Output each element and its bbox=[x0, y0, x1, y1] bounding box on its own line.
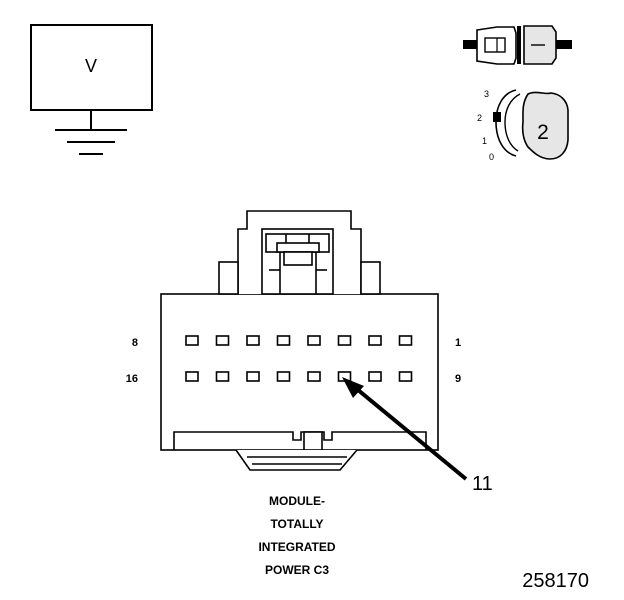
terminal-cavity-1 bbox=[398, 335, 413, 346]
pin-label-16: 16 bbox=[126, 373, 138, 385]
callout-arrow bbox=[342, 377, 468, 481]
terminal-cavity-14 bbox=[246, 371, 260, 382]
terminal-cavity-12 bbox=[307, 371, 321, 382]
terminal-cavity-2 bbox=[368, 335, 382, 346]
terminal-cavity-5 bbox=[276, 335, 291, 346]
terminal-cavity-7 bbox=[215, 335, 230, 346]
selector-switch-icon: 3 2 1 0 2 bbox=[477, 89, 569, 162]
terminal-cavity-3 bbox=[337, 335, 352, 346]
terminal-cavity-16 bbox=[185, 371, 199, 382]
ground-icon bbox=[55, 129, 127, 155]
caption-line-4: POWER C3 bbox=[265, 563, 329, 577]
switch-position-3: 3 bbox=[484, 89, 489, 99]
voltmeter: V bbox=[30, 24, 153, 155]
switch-setting: 2 bbox=[537, 121, 549, 144]
figure-number: 258170 bbox=[522, 570, 589, 592]
terminal-cavity-6 bbox=[246, 335, 260, 346]
terminal-cavity-9 bbox=[398, 371, 413, 382]
terminal-cavity-4 bbox=[307, 335, 321, 346]
voltmeter-box bbox=[30, 24, 153, 111]
pin-label-8: 8 bbox=[132, 337, 138, 349]
connector-body bbox=[160, 293, 439, 451]
pin-label-1: 1 bbox=[455, 337, 461, 349]
switch-position-1: 1 bbox=[482, 136, 487, 146]
terminal-cavity-8 bbox=[185, 335, 199, 346]
pin-label-9: 9 bbox=[455, 373, 461, 385]
connector-housing bbox=[160, 210, 439, 471]
callout-label: 11 bbox=[472, 473, 493, 495]
terminal-cavity-15 bbox=[215, 371, 230, 382]
switch-position-2: 2 bbox=[477, 113, 482, 123]
caption-line-3: INTEGRATED bbox=[258, 540, 335, 554]
caption-line-1: MODULE- bbox=[269, 494, 325, 508]
connector-caption: MODULE- TOTALLY INTEGRATED POWER C3 bbox=[258, 494, 335, 577]
switch-position-0: 0 bbox=[489, 152, 494, 162]
voltmeter-symbol: V bbox=[85, 56, 97, 76]
caption-line-2: TOTALLY bbox=[270, 517, 323, 531]
terminal-cavity-10 bbox=[368, 371, 382, 382]
terminal-cavity-13 bbox=[276, 371, 291, 382]
probe-icon bbox=[463, 25, 572, 65]
